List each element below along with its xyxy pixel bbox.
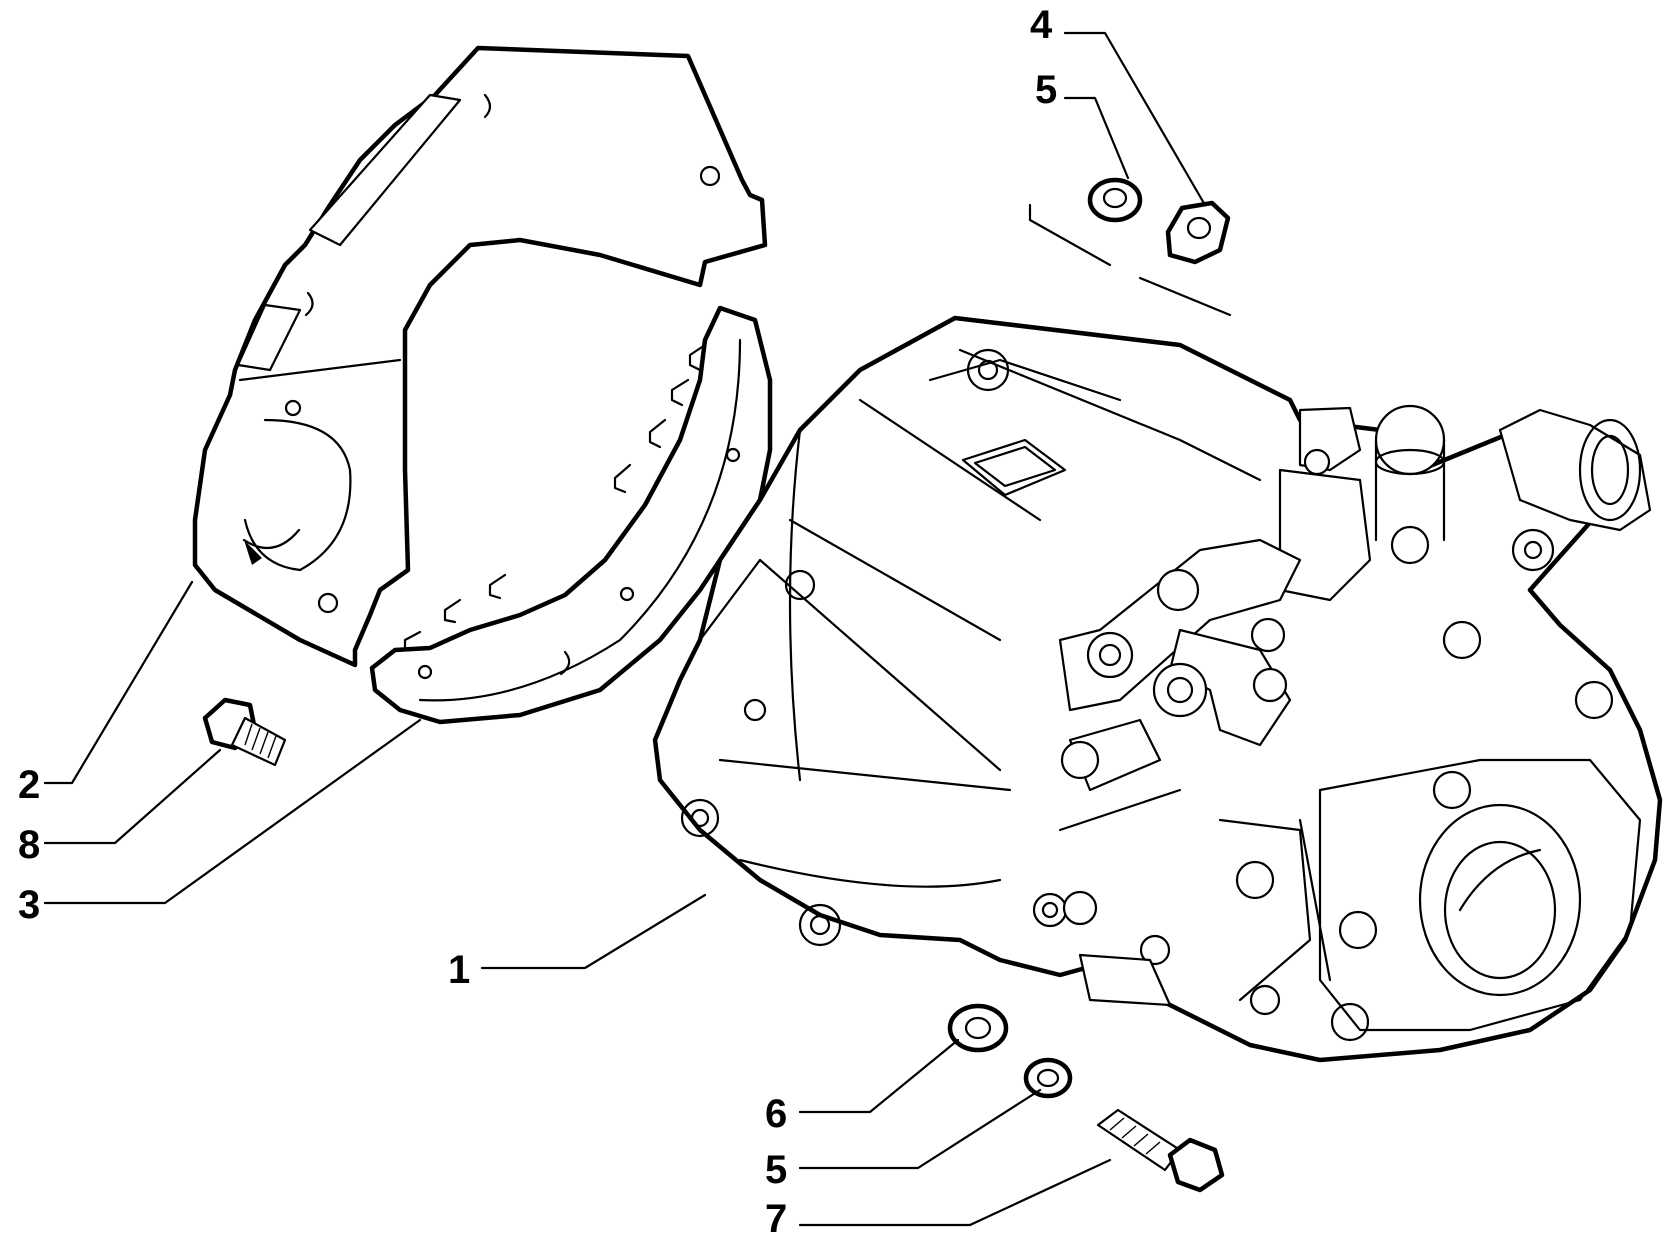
callout-label-1: 1: [448, 948, 470, 992]
stud-leader: [1028, 203, 1112, 267]
leader-lines: [43, 31, 1207, 1227]
callout-label-6: 6: [765, 1092, 787, 1136]
flange-bolt: [202, 697, 287, 767]
callout-label-5-top: 5: [1035, 68, 1057, 112]
callout-label-4: 4: [1030, 3, 1053, 47]
cover-plate-upper: [192, 45, 768, 668]
callout-label-5-bottom: 5: [765, 1148, 787, 1192]
callout-label-7: 7: [765, 1197, 787, 1237]
stud-leader-2: [1138, 276, 1232, 317]
hex-bolt: [1096, 1108, 1225, 1193]
nut-top: [1165, 200, 1231, 265]
spring-washer-bottom: [1023, 1057, 1073, 1099]
gearbox-housing: [652, 315, 1663, 1063]
callout-label-8: 8: [18, 823, 40, 867]
spring-washer-top: [1087, 177, 1143, 223]
callout-label-3: 3: [18, 883, 40, 927]
flat-washer: [947, 1003, 1009, 1053]
callout-label-2: 2: [18, 763, 40, 807]
callout-labels: 2 8 3 1 4 5 6 5 7: [18, 3, 1057, 1237]
